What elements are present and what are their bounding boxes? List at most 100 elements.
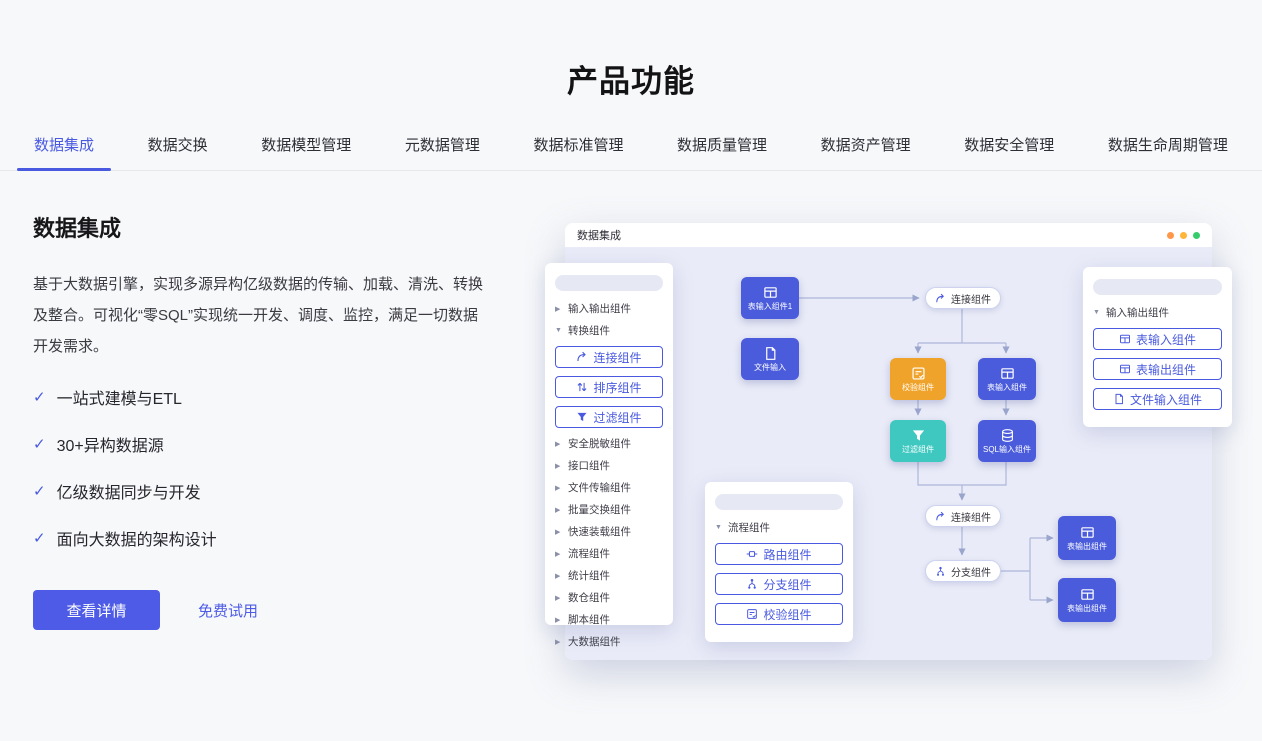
node-label: 分支组件 — [951, 567, 991, 579]
panel-button-file-input: 文件输入组件 — [1093, 388, 1222, 410]
check-icon: ✓ — [33, 389, 46, 406]
group-label: 统计组件 — [568, 570, 610, 582]
window-dot-icon — [1180, 231, 1187, 239]
caret-down-icon: ▼ — [715, 524, 722, 531]
group-label: 批量交换组件 — [568, 504, 631, 516]
file-icon — [1113, 393, 1125, 405]
node-label: 连接组件 — [951, 512, 991, 524]
palette-group: ▶脚本组件 — [555, 612, 663, 627]
search-placeholder — [715, 494, 843, 510]
branch-icon — [746, 578, 758, 590]
caret-right-icon: ▶ — [555, 528, 561, 536]
panel-group-process: ▼ 流程组件 — [715, 520, 843, 535]
feature-content: 数据集成 基于大数据引擎，实现多源异构亿级数据的传输、加载、清洗、转换及整合。可… — [0, 171, 1262, 736]
section-heading: 数据集成 — [33, 216, 122, 241]
connect-icon — [935, 511, 946, 522]
table-icon — [763, 285, 778, 300]
product-mockup-window: 数据集成 — [545, 223, 1232, 660]
tab-data-security[interactable]: 数据安全管理 — [964, 137, 1055, 154]
caret-right-icon: ▶ — [555, 440, 561, 448]
tab-data-lifecycle[interactable]: 数据生命周期管理 — [1107, 137, 1228, 154]
tab-data-standard[interactable]: 数据标准管理 — [533, 137, 624, 154]
flow-node-connect-2: 连接组件 — [925, 505, 1001, 527]
panel-button-table-input: 表输入组件 — [1093, 328, 1222, 350]
group-label: 文件传输组件 — [568, 482, 631, 494]
table-icon — [1000, 366, 1015, 381]
feature-list: ✓ 一站式建模与ETL ✓ 30+异构数据源 ✓亿级数据同步与开发 ✓ 面向大数据的架… — [33, 385, 491, 550]
button-label: 排序组件 — [593, 380, 642, 395]
feature-label: 面向大数据的架构设计 — [56, 532, 217, 549]
palette-group: ▶ 快速装载组件 — [555, 524, 663, 539]
palette-group-io: ▶ 输入输出组件 — [555, 301, 663, 316]
flow-node-validate: 校验组件 — [890, 358, 946, 400]
node-label: SQL输入组件 — [982, 445, 1031, 454]
button-label: 过滤组件 — [593, 410, 642, 425]
flow-node-sql-input: SQL输入组件 — [978, 420, 1036, 462]
list-item: ✓亿级数据同步与开发 — [33, 479, 491, 503]
panel-button-route: 路由组件 — [715, 543, 843, 565]
tab-metadata[interactable]: 元数据管理 — [404, 137, 480, 154]
flow-node-file-input: 文件输入 — [741, 338, 799, 380]
tab-data-asset[interactable]: 数据资产管理 — [820, 137, 911, 154]
flow-node-connect-1: 连接组件 — [925, 287, 1001, 309]
connect-icon — [576, 351, 588, 363]
feature-label: 一站式建模与ETL — [56, 391, 182, 408]
button-label: 分支组件 — [763, 577, 812, 592]
palette-group: ▶安全脱敏组件 — [555, 436, 663, 451]
caret-right-icon: ▶ — [555, 594, 561, 602]
panel-group-io: ▼ 输入输出组件 — [1093, 305, 1222, 320]
feature-label: 亿级数据同步与开发 — [56, 485, 201, 502]
group-label: 接口组件 — [568, 460, 610, 472]
tab-data-model[interactable]: 数据模型管理 — [261, 137, 352, 154]
route-icon — [746, 548, 758, 560]
node-label: 过滤组件 — [902, 445, 934, 454]
validate-icon — [746, 608, 758, 620]
caret-right-icon: ▶ — [555, 484, 561, 492]
palette-button-sort: 排序组件 — [555, 376, 663, 398]
cta-row: 查看详情 免费试用 — [33, 590, 491, 630]
view-details-button[interactable]: 查看详情 — [33, 590, 160, 630]
node-label: 文件输入 — [754, 363, 786, 372]
table-icon — [1080, 587, 1095, 602]
mockup-window-header: 数据集成 — [565, 223, 1212, 247]
filter-icon — [911, 428, 926, 443]
check-icon: ✓ — [33, 530, 46, 547]
palette-group: ▶接口组件 — [555, 458, 663, 473]
tab-data-integration[interactable]: 数据集成 — [16, 134, 112, 171]
table-icon — [1119, 333, 1131, 345]
group-label: 数仓组件 — [568, 592, 610, 604]
database-icon — [1000, 428, 1015, 443]
window-dot-icon — [1193, 231, 1200, 239]
palette-group: ▶统计组件 — [555, 568, 663, 583]
tab-data-exchange[interactable]: 数据交换 — [147, 137, 208, 154]
flow-node-branch: 分支组件 — [925, 560, 1001, 582]
search-placeholder — [555, 275, 663, 291]
group-label: 输入输出组件 — [568, 303, 631, 315]
sort-icon — [576, 381, 588, 393]
group-label: 流程组件 — [568, 548, 610, 560]
node-label: 表输入组件 — [987, 383, 1027, 392]
io-components-panel: ▼ 输入输出组件 表输入组件 表输出组件 文件输入组件 — [1083, 267, 1232, 427]
list-item: ✓ 面向大数据的架构设计 — [33, 526, 491, 550]
window-controls — [1167, 231, 1200, 239]
caret-right-icon: ▶ — [555, 638, 561, 646]
palette-group-transform: ▼ 转换组件 — [555, 323, 663, 338]
flow-node-table-output-2: 表输出组件 — [1058, 578, 1116, 622]
panel-button-validate: 校验组件 — [715, 603, 843, 625]
feature-tabs: 数据集成 数据交换 数据模型管理 元数据管理 数据标准管理 数据质量管理 数据资… — [0, 131, 1262, 171]
free-trial-link[interactable]: 免费试用 — [198, 602, 259, 620]
file-icon — [763, 346, 778, 361]
palette-group: ▶流程组件 — [555, 546, 663, 561]
panel-button-branch: 分支组件 — [715, 573, 843, 595]
group-label: 流程组件 — [728, 522, 770, 534]
button-label: 校验组件 — [763, 607, 812, 622]
check-icon: ✓ — [33, 436, 46, 453]
tab-data-quality[interactable]: 数据质量管理 — [677, 137, 768, 154]
list-item: ✓ 一站式建模与ETL — [33, 385, 491, 409]
feature-label: 30+异构数据源 — [56, 438, 164, 455]
palette-group: ▶批量交换组件 — [555, 502, 663, 517]
process-components-panel: ▼ 流程组件 路由组件 分支组件 校验组件 — [705, 482, 853, 642]
window-dot-icon — [1167, 231, 1174, 239]
group-label: 快速装载组件 — [568, 526, 631, 538]
button-label: 文件输入组件 — [1129, 392, 1202, 407]
